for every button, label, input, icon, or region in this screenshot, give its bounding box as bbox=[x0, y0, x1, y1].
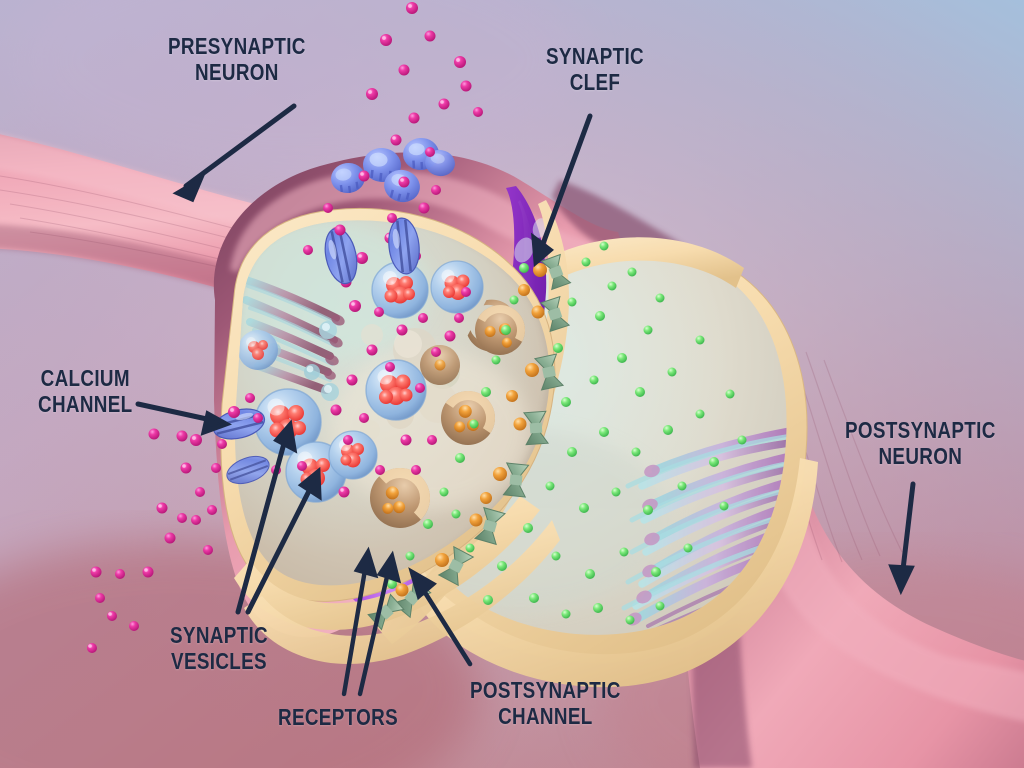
arrow-synaptic-vesicles-1 bbox=[235, 419, 298, 615]
arrow-postsynaptic-neuron bbox=[888, 481, 916, 596]
leader-arrows bbox=[135, 103, 916, 697]
arrow-presynaptic-neuron bbox=[172, 103, 297, 203]
arrow-synaptic-clef bbox=[531, 113, 593, 268]
neurotransmitters-green bbox=[387, 241, 747, 625]
presynaptic-terminal bbox=[220, 207, 560, 665]
arrow-calcium-channel bbox=[135, 401, 233, 436]
calcium-ions-intracellular bbox=[271, 227, 471, 498]
calcium-ions-extracellular bbox=[87, 2, 483, 653]
bound-neurotransmitters bbox=[395, 263, 547, 597]
synaptic-vesicles bbox=[238, 260, 484, 503]
receptors bbox=[367, 253, 572, 631]
arrow-postsynaptic-channel bbox=[408, 567, 473, 667]
arrow-receptors-1 bbox=[341, 546, 379, 697]
arrow-synaptic-vesicles-2 bbox=[245, 466, 322, 615]
arrow-receptors-2 bbox=[357, 550, 402, 697]
